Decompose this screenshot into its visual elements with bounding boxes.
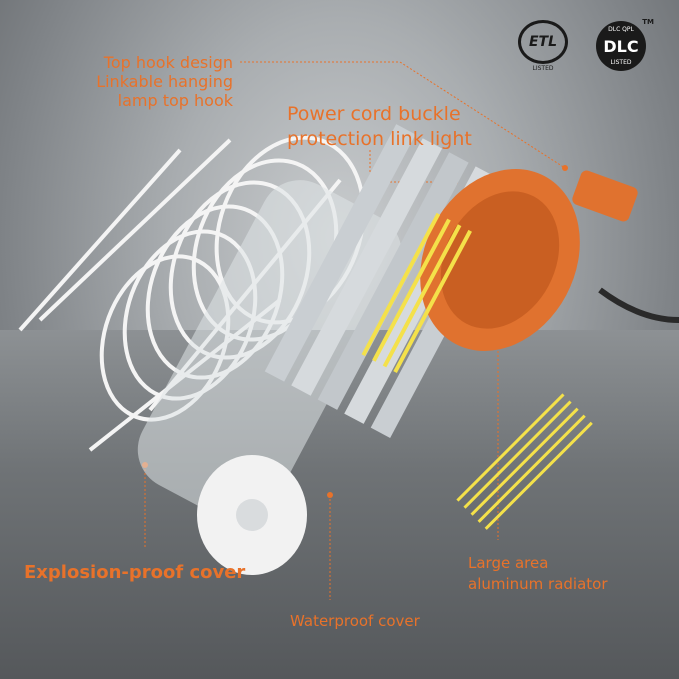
etl-sub-text: LISTED <box>532 65 554 72</box>
explosion-cover-callout: Explosion-proof cover <box>24 562 246 583</box>
power-cord <box>598 287 679 323</box>
waterproof-cover-callout: Waterproof cover <box>290 612 420 630</box>
radiator-callout: Large area aluminum radiator <box>468 553 608 595</box>
dlc-sub-text: LISTED <box>610 59 632 66</box>
top-hook-line-2: Linkable hanging <box>96 72 233 91</box>
waterproof-dot <box>327 492 333 498</box>
power-cord-line-1: Power cord buckle <box>287 103 461 125</box>
power-cord-line-2: protection link light <box>287 128 472 150</box>
power-cord-callout: Power cord buckle protection link light <box>287 102 472 152</box>
lamp-body <box>137 124 679 575</box>
dlc-text: DLC <box>603 36 639 56</box>
top-hook-line-1: Top hook design <box>103 53 233 72</box>
dlc-badge: DLC QPL DLC LISTED TM <box>592 18 654 72</box>
top-hook <box>572 170 638 222</box>
radiator-line-2: aluminum radiator <box>468 575 608 593</box>
led-dots <box>361 212 593 530</box>
dlc-trademark: TM <box>642 18 654 26</box>
top-hook-line-3: lamp top hook <box>117 91 233 110</box>
etl-text: ETL <box>528 34 558 50</box>
etl-logo-icon: ETL <box>518 20 568 64</box>
top-hook-dot <box>562 165 568 171</box>
etl-badge: ETL LISTED <box>514 20 572 72</box>
top-hook-leader <box>240 61 566 169</box>
dlc-logo-icon: DLC QPL DLC LISTED <box>596 21 646 71</box>
dlc-top-text: DLC QPL <box>608 26 634 33</box>
top-hook-callout: Top hook design Linkable hanging lamp to… <box>96 53 233 110</box>
radiator-line-1: Large area <box>468 554 549 572</box>
